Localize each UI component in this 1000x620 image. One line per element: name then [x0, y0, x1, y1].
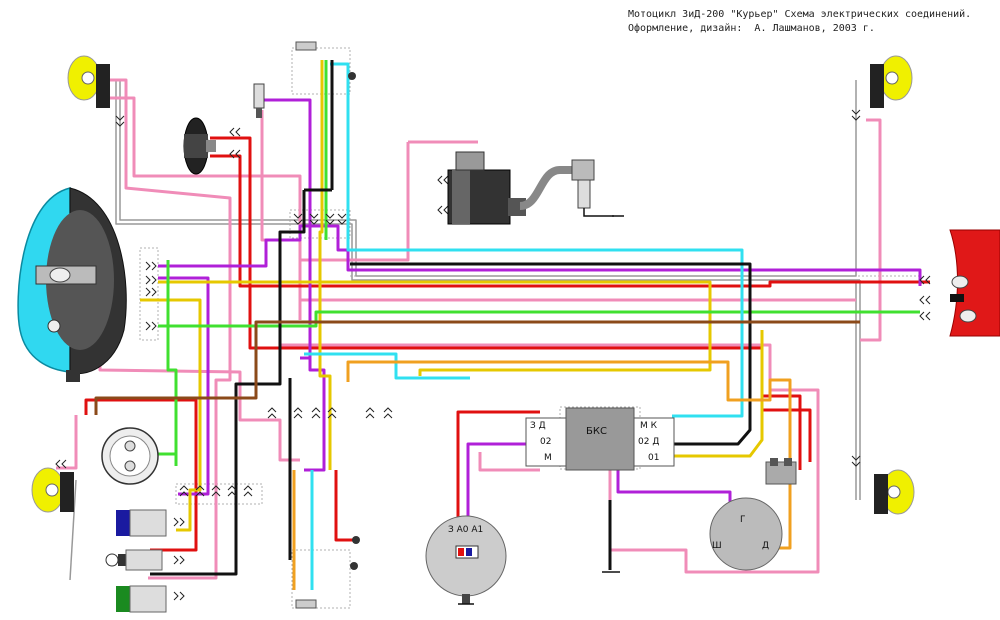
high-beam-indicator-icon	[116, 585, 167, 613]
regulator-pin-d: Д	[762, 541, 769, 551]
wire-pink	[102, 96, 856, 302]
handlebar-switch-top	[295, 41, 356, 80]
bks-block-icon	[525, 407, 675, 471]
title-line-1: Мотоцикл ЗиД-200 "Курьер" Схема электрич…	[628, 9, 972, 20]
wire-pink	[56, 415, 78, 470]
bks-pin-m: М	[544, 453, 552, 463]
bks-label: БКС	[586, 426, 607, 437]
wire-purple	[260, 98, 326, 472]
wire-cyan	[304, 352, 470, 380]
frame-wires	[69, 80, 861, 581]
handlebar-switch-bottom	[295, 536, 360, 609]
wire-green	[158, 310, 920, 328]
taillight-icon	[949, 229, 1000, 337]
wire-purple	[158, 224, 922, 286]
wire-yellow	[318, 60, 332, 470]
bks-pin-mk: М К	[640, 421, 658, 431]
headlight-icon	[17, 187, 127, 382]
turn-signal-rear-left	[31, 467, 74, 513]
wire-yellow	[140, 298, 202, 532]
connectors	[55, 109, 931, 601]
wire-pink	[860, 118, 882, 342]
wire-black	[150, 190, 306, 576]
bks-pin-02d: 02 Д	[638, 437, 659, 447]
regulator-pin-sh: Ш	[712, 541, 722, 551]
title-line-2: Оформление, дизайн: А. Лашманов, 2003 г.	[628, 23, 875, 34]
turn-signal-icon	[870, 55, 913, 108]
diagram-title: Мотоцикл ЗиД-200 "Курьер" Схема электрич…	[628, 8, 971, 36]
ignition-coil-icon	[447, 151, 614, 225]
wire-red	[456, 410, 540, 520]
horn-icon	[183, 117, 216, 175]
wire-purple	[466, 442, 540, 520]
generator-icon	[425, 515, 507, 604]
ground-symbols	[458, 215, 624, 605]
wire-orange	[346, 360, 792, 550]
turn-signal-front-right	[870, 55, 913, 108]
turn-signal-icon	[31, 467, 74, 513]
ignition-switch-icon	[105, 549, 163, 571]
speedometer-lamp-icon	[101, 427, 159, 485]
wires	[48, 47, 930, 609]
wire-black	[350, 262, 752, 446]
wire-green	[166, 260, 178, 466]
bks-pin-01: 01	[648, 453, 659, 463]
bks-pin-02-left: 02	[540, 437, 551, 447]
wire-brown	[94, 320, 860, 415]
wire-yellow	[672, 330, 764, 458]
wire-red	[210, 154, 930, 288]
neutral-indicator-icon	[116, 509, 167, 537]
wire-yellow	[158, 280, 712, 376]
wire-pink	[298, 142, 410, 320]
wire-red	[760, 396, 812, 462]
bks-pin-zd: З Д	[530, 421, 546, 431]
wire-purple	[616, 450, 732, 510]
turn-signal-icon	[67, 55, 110, 108]
spark-plug-icon	[253, 83, 265, 118]
turn-signal-icon	[874, 469, 915, 515]
turn-signal-rear-right	[874, 469, 915, 515]
regulator-pin-g: Г	[740, 515, 746, 525]
wire-red	[334, 470, 354, 542]
regulator-icon	[709, 458, 797, 571]
wire-red	[84, 398, 198, 552]
generator-pins-label: З А0 А1	[448, 525, 483, 535]
wire-pink	[280, 343, 820, 574]
wire-purple	[158, 276, 210, 496]
wire-pink	[478, 452, 540, 472]
wire-cyan	[330, 62, 744, 418]
turn-signal-front-left	[67, 55, 110, 108]
